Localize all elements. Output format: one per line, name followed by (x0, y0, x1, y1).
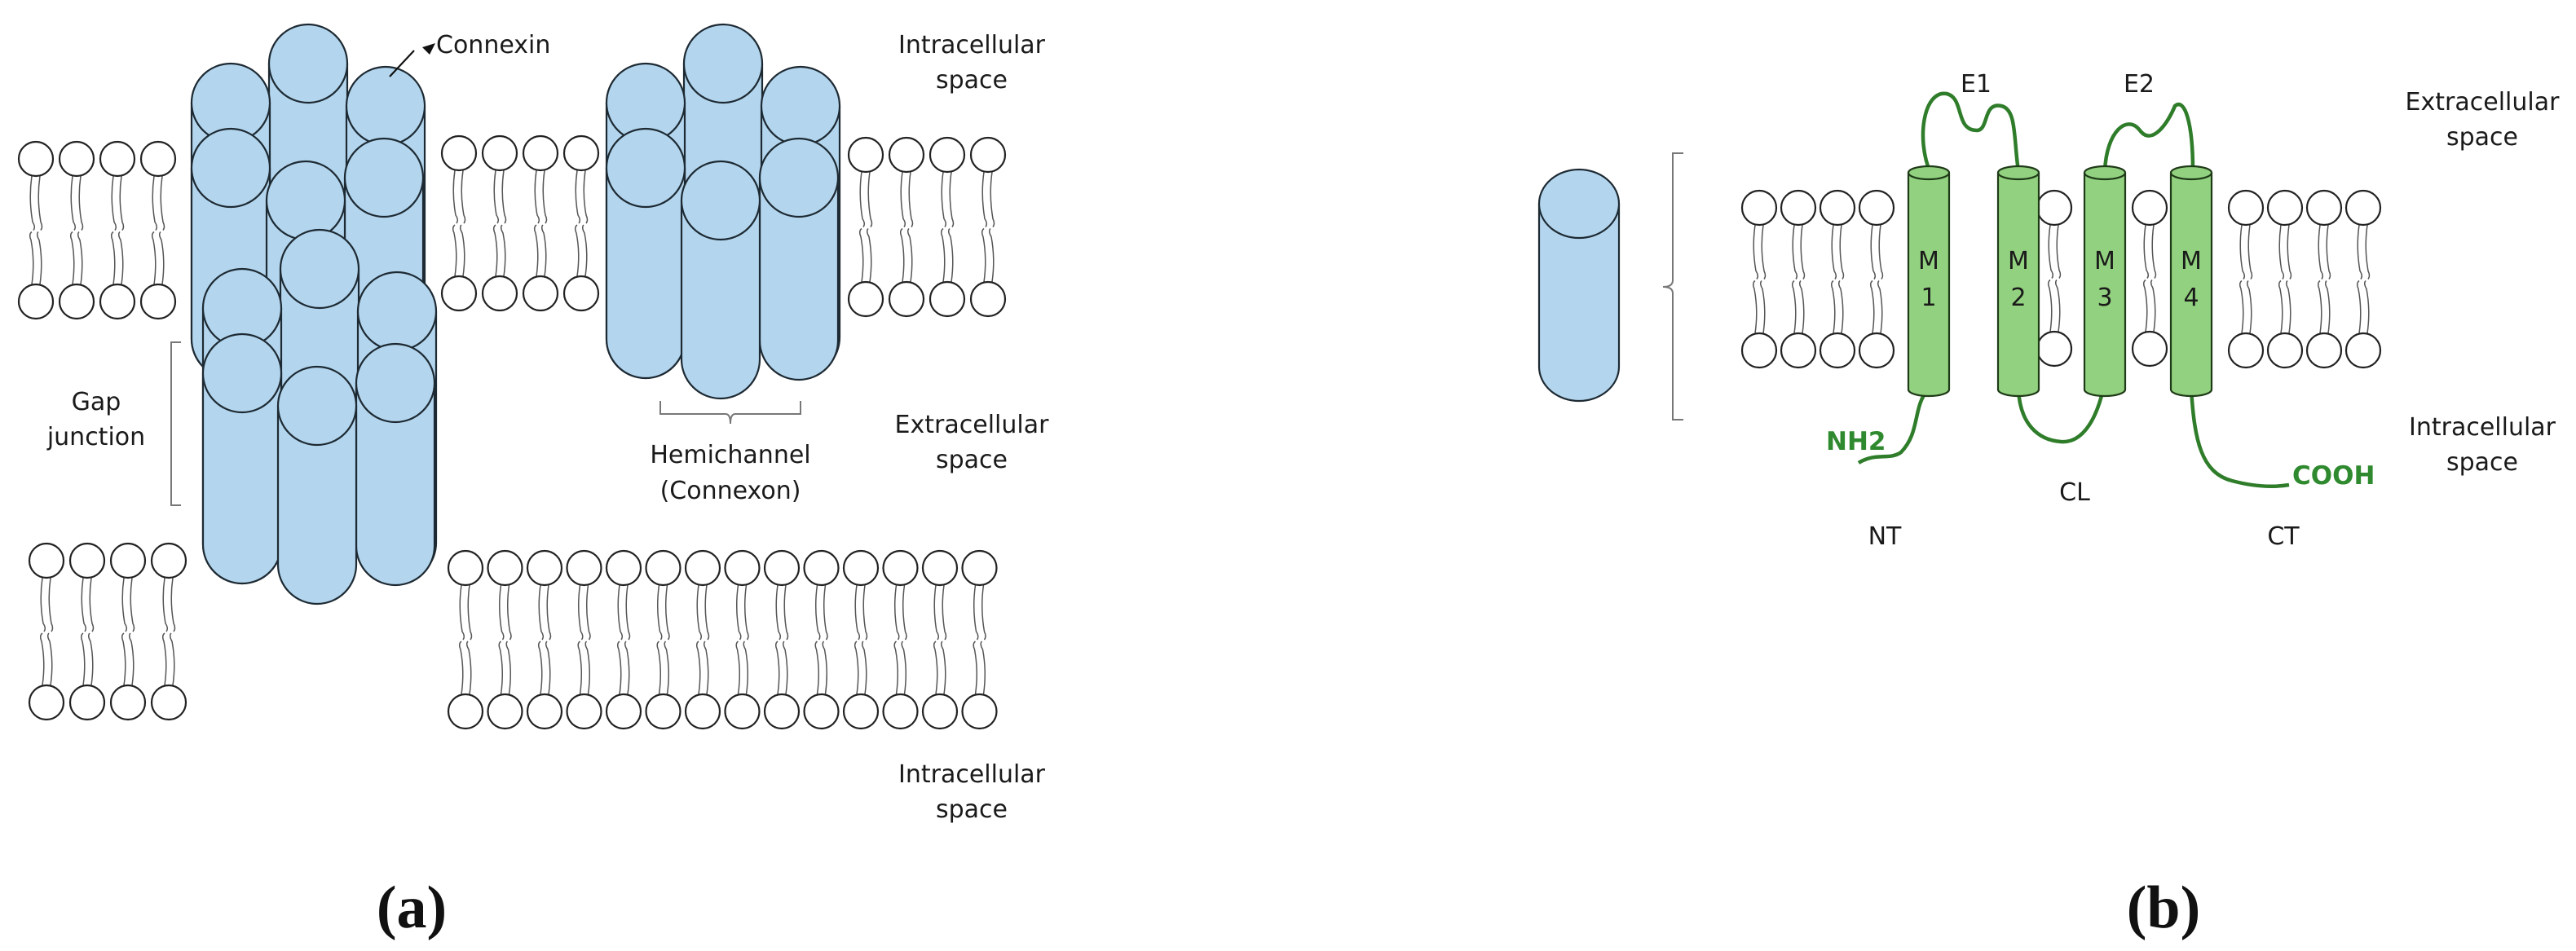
lipid-molecule (2305, 189, 2343, 369)
connexon-channels (190, 23, 841, 605)
connexin-cylinder (680, 160, 761, 400)
lipid-molecule (28, 542, 65, 721)
helix-letter: M (2008, 247, 2029, 275)
cooh-label: COOH (2292, 461, 2375, 491)
ct-label: CT (2267, 522, 2300, 551)
lipid-molecule (447, 549, 484, 730)
lipid-molecule (17, 140, 55, 320)
gap-junction-bracket (170, 341, 181, 506)
lipid-molecule (139, 140, 177, 320)
lipid-molecule (961, 549, 998, 730)
lipid-molecule (2344, 189, 2382, 369)
extracellular-b-line2: space (2446, 123, 2518, 152)
panel-a-label: (a) (377, 874, 447, 941)
connexin-icon (1537, 168, 1621, 403)
panel-b-label: (b) (2127, 874, 2200, 941)
helix-number: 3 (2097, 284, 2112, 312)
lipid-molecule (2266, 189, 2304, 369)
lipid-molecule (921, 549, 959, 730)
e2-label: E2 (2124, 70, 2155, 99)
helix-number: 1 (1921, 284, 1936, 312)
lipid-molecule (605, 549, 642, 730)
extracellular-mid-line2: space (936, 446, 1008, 474)
lipid-molecule (645, 549, 681, 730)
connexin-cylinder (758, 137, 840, 381)
gap-junction-line2: junction (46, 423, 145, 451)
connexin-pointer-line (389, 50, 415, 77)
lipid-molecule (1819, 189, 1856, 369)
lipid-molecule (842, 549, 880, 730)
lipid-molecule (1740, 189, 1778, 369)
nh2-label: NH2 (1826, 427, 1886, 456)
loop-ct (2189, 389, 2290, 489)
helix-m4: M4 (2169, 165, 2213, 398)
lipid-molecule (109, 542, 147, 721)
extracellular-mid-line1: Extracellular (895, 411, 1050, 439)
loop-e1 (1921, 91, 2021, 174)
cl-label: CL (2059, 478, 2090, 507)
intracellular-top-line1: Intracellular (898, 31, 1046, 59)
hemichannel-line1: Hemichannel (650, 441, 810, 469)
intracellular-b-line1: Intracellular (2409, 413, 2556, 442)
helix-letter: M (2094, 247, 2115, 275)
e1-label: E1 (1961, 70, 1992, 99)
lipid-molecule (803, 549, 840, 730)
lipid-molecule (522, 134, 559, 312)
lipid-molecule (562, 134, 600, 312)
lipid-molecule (150, 542, 187, 721)
lipid-molecule (1780, 189, 1817, 369)
connexin-label: Connexin (436, 31, 550, 59)
lipid-molecule (526, 549, 563, 730)
lipid-molecule (68, 542, 106, 721)
intracellular-top-line2: space (936, 66, 1008, 95)
connexin-cylinder (201, 332, 283, 585)
lipid-molecule (58, 140, 95, 320)
lipid-molecule (566, 549, 602, 730)
loop-nt (1857, 388, 1930, 464)
lipid-molecule (929, 136, 966, 318)
lipid-molecule (969, 136, 1007, 318)
lipid-molecule (763, 549, 801, 730)
lipid-molecule (882, 549, 919, 730)
lipid-molecule (684, 549, 721, 730)
extracellular-b-line1: Extracellular (2406, 88, 2561, 117)
loop-cl (2016, 389, 2106, 444)
lipid-molecule (481, 134, 518, 312)
intracellular-bottom-line2: space (936, 795, 1008, 824)
connexin-cylinder (605, 127, 686, 380)
loop-e2 (2102, 103, 2195, 172)
lipid-molecule (2227, 189, 2265, 369)
connexin-brace (1662, 152, 1683, 420)
lipid-molecule (724, 549, 761, 730)
hemichannel-line2: (Connexon) (660, 477, 801, 505)
lipid-bilayers (17, 134, 2382, 730)
lipid-molecule (847, 136, 884, 318)
hemichannel-brace (659, 401, 801, 425)
helix-letter: M (2181, 247, 2202, 275)
lipid-molecule (2131, 189, 2168, 368)
connexin-arrowhead (422, 43, 435, 55)
helix-number: 2 (2010, 284, 2026, 312)
nt-label: NT (1868, 522, 1902, 551)
intracellular-b-line2: space (2446, 448, 2518, 477)
intracellular-bottom-line1: Intracellular (898, 760, 1046, 789)
lipid-molecule (487, 549, 523, 730)
gap-junction-line1: Gap (72, 388, 121, 416)
lipid-molecule (440, 134, 478, 312)
lipid-molecule (1858, 189, 1895, 369)
lipid-molecule (99, 140, 136, 320)
helix-m2: M2 (1996, 165, 2040, 398)
lipid-molecule (888, 136, 925, 318)
helix-number: 4 (2183, 284, 2199, 312)
helix-m3: M3 (2083, 165, 2127, 398)
helix-m1: M1 (1907, 165, 1951, 398)
connexin-cylinder (355, 342, 436, 587)
connexin-cylinder (276, 365, 358, 605)
lipid-molecule (2036, 189, 2073, 368)
helix-letter: M (1918, 247, 1939, 275)
